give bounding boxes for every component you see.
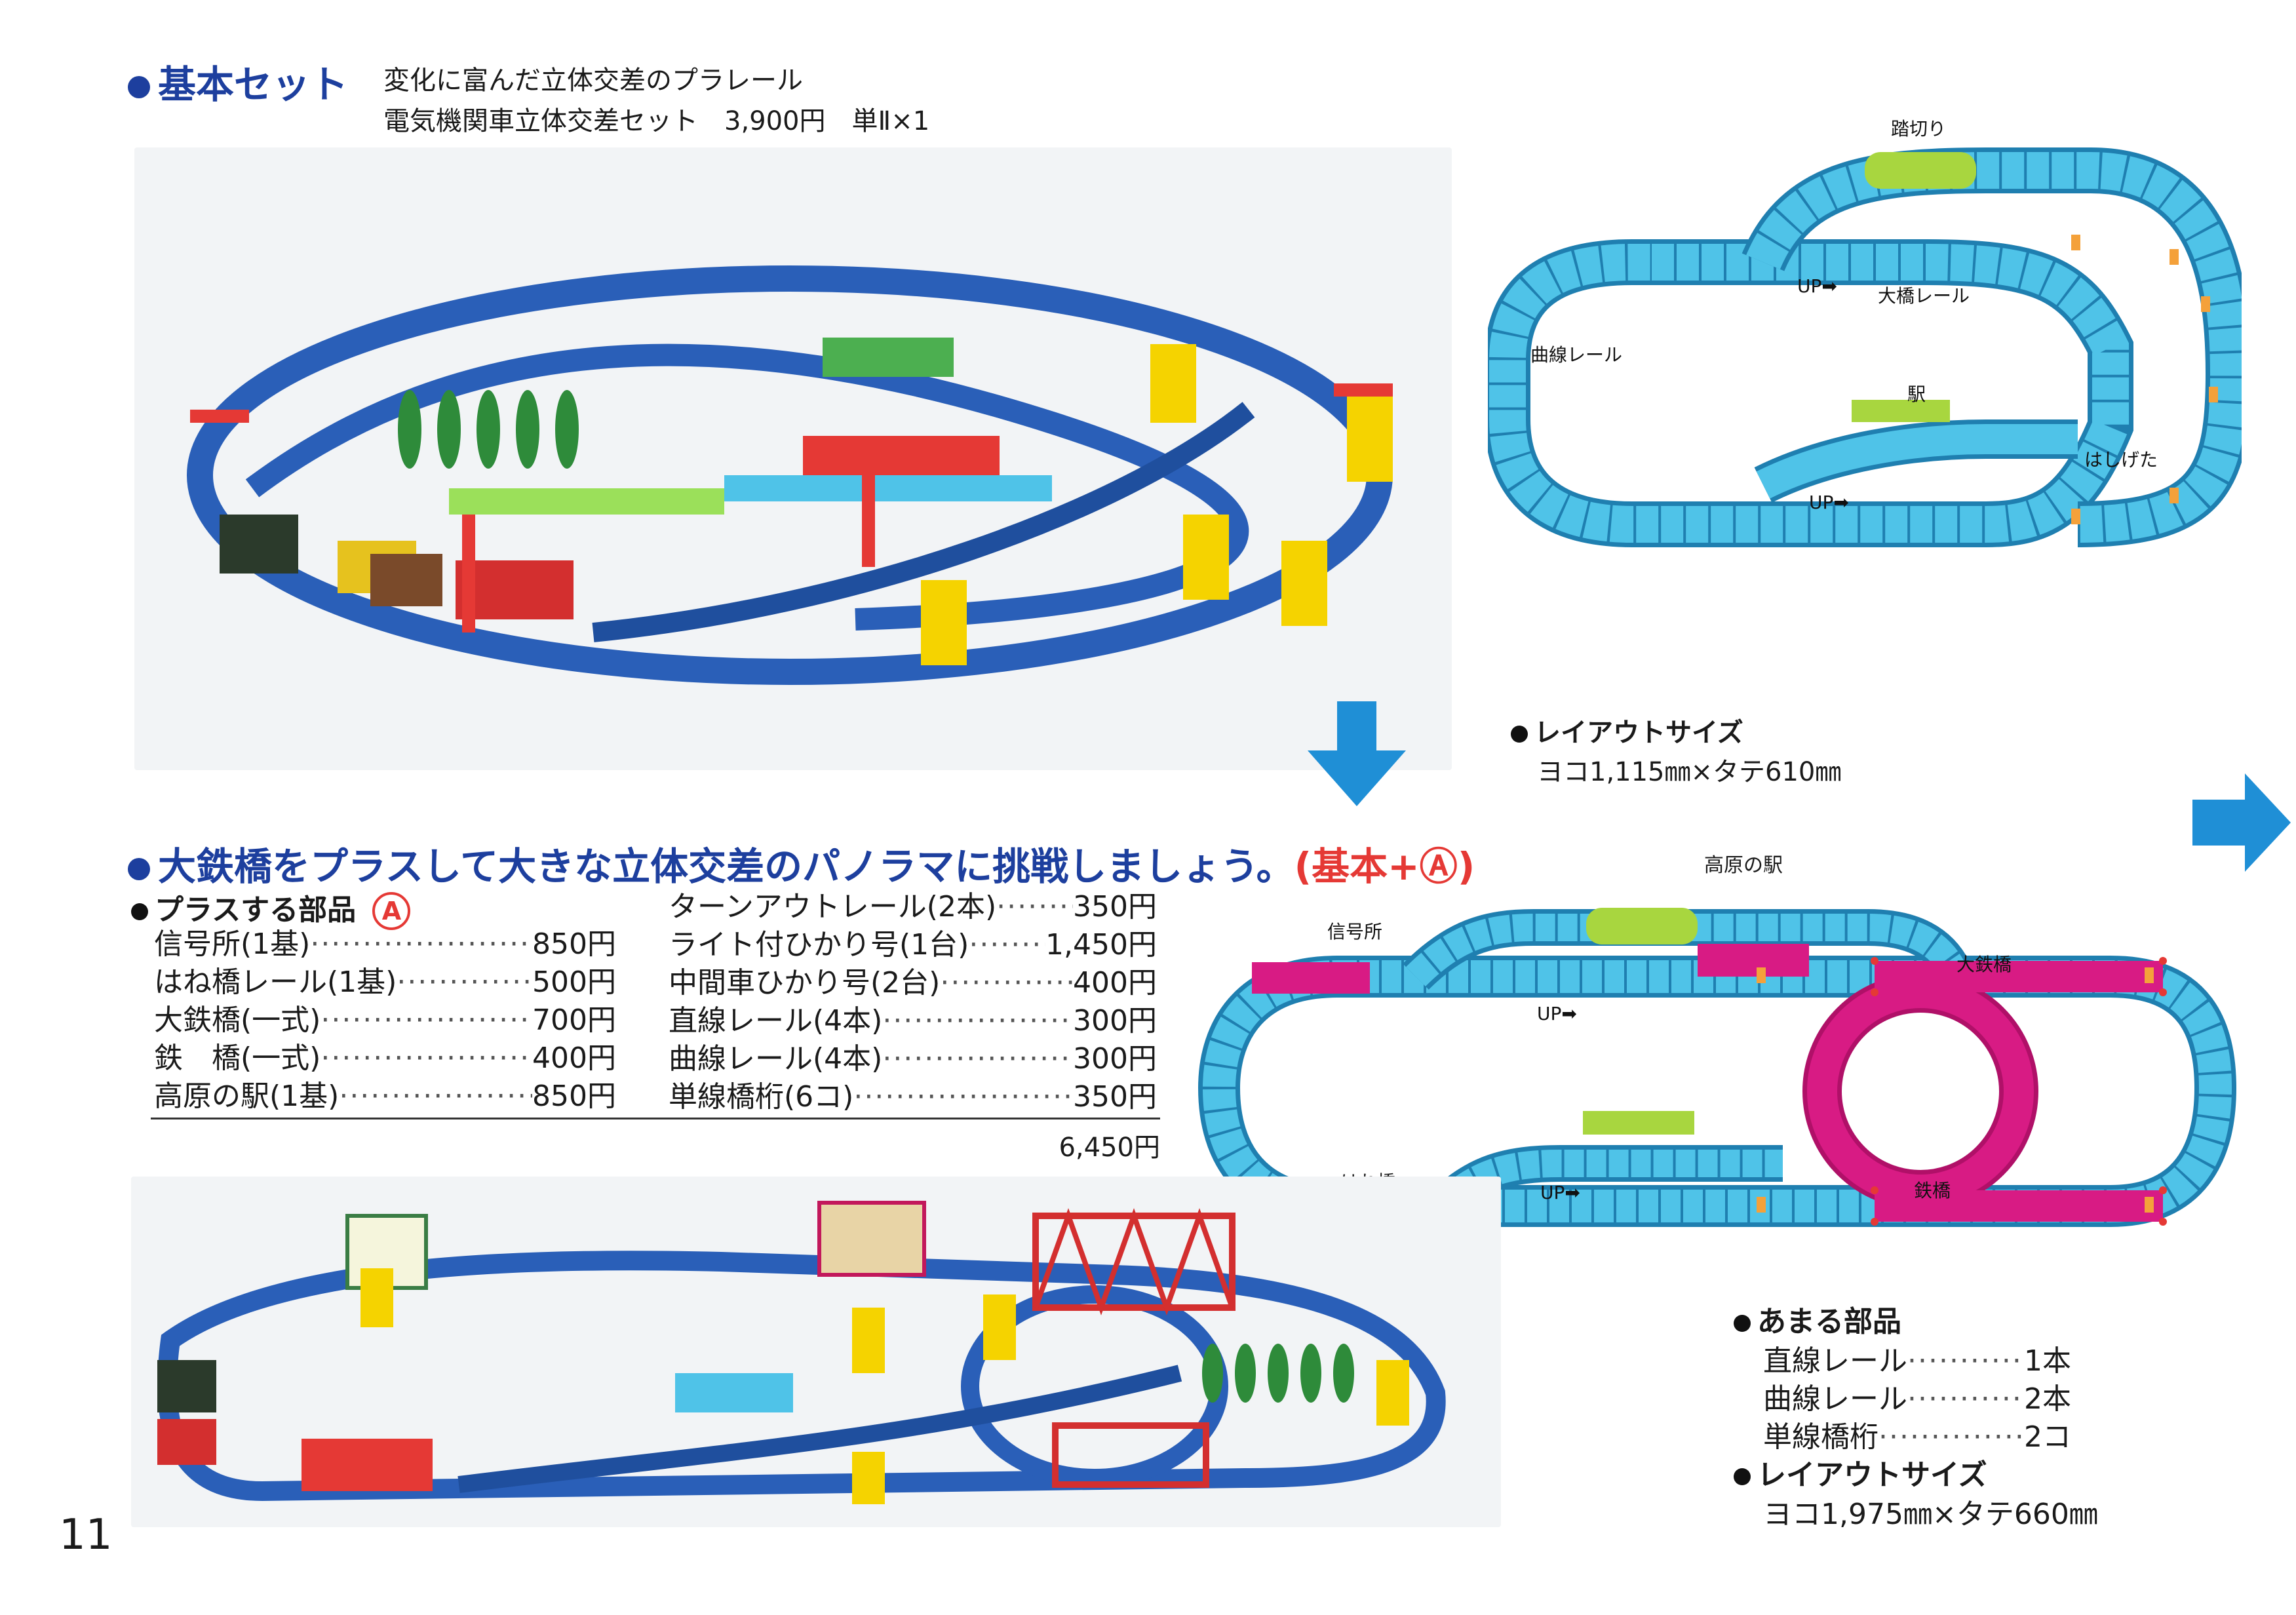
basic-set-title: 基本セット (158, 62, 349, 107)
basic-set-desc2: 電気機関車立体交差セット 3,900円 単Ⅱ×1 (383, 106, 930, 136)
parts-total: 6,450円 (1059, 1133, 1160, 1163)
parts-row: 曲線レール(4本)300円 (669, 1040, 1157, 1078)
parts-row: 大鉄橋(一式)700円 (154, 1002, 616, 1040)
bullet-dot-icon (1734, 1468, 1751, 1485)
plan-a-tag: (基本+Ⓐ) (1294, 844, 1475, 889)
parts-heading-text: プラスする部品 (155, 893, 357, 927)
parts-badge: A (372, 892, 411, 930)
bullet-dot-icon (1511, 726, 1528, 743)
layout2-size-heading-text: レイアウトサイズ (1757, 1458, 1987, 1492)
layout1-label-pier: はしげた (2084, 449, 2158, 471)
layout1-label-up1: UP➡ (1797, 275, 1837, 297)
layout1-label-up2: UP➡ (1809, 492, 1849, 513)
layout2-label-big-iron-bridge: 大鉄橋 (1956, 954, 2012, 975)
layout1-label-curve: 曲線レール (1530, 344, 1623, 366)
page-number: 11 (59, 1511, 113, 1559)
layout1-size-heading: レイアウトサイズ (1511, 711, 1743, 749)
basic-set-heading: 基本セット (128, 54, 348, 109)
spare-row: 直線レール1本 (1763, 1342, 2071, 1380)
parts-list-right: ターンアウトレール(2本)350円 ライト付ひかり号(1台)1,450円 中間車… (669, 888, 1157, 1116)
parts-row: はね橋レール(1基)500円 (154, 963, 616, 1002)
layout2-label-iron-bridge: 鉄橋 (1914, 1180, 1951, 1201)
layout2-label-up1: UP➡ (1537, 1003, 1577, 1024)
spare-parts-heading-text: あまる部品 (1757, 1305, 1901, 1338)
layout2-size-value: ヨコ1,975㎜×タテ660㎜ (1763, 1498, 2098, 1531)
parts-row: 高原の駅(1基)850円 (154, 1078, 616, 1116)
plan-a-photo-illustration (157, 1201, 1446, 1504)
bullet-dot-icon (1734, 1315, 1751, 1332)
basic-set-photo-illustration (187, 265, 1393, 685)
bullet-dot-icon (131, 903, 148, 920)
plan-a-title: 大鉄橋をプラスして大きな立体交差のパノラマに挑戦しましょう。 (158, 844, 1294, 889)
arrow-down-icon (1308, 701, 1406, 806)
parts-row: 直線レール(4本)300円 (669, 1002, 1157, 1040)
layout2-label-signal-box: 信号所 (1327, 921, 1383, 943)
basic-set-desc1: 変化に富んだ立体交差のプラレール (383, 66, 803, 96)
spare-parts-heading: あまる部品 (1734, 1303, 1901, 1341)
layout1-size-heading-text: レイアウトサイズ (1534, 718, 1743, 748)
spare-row: 曲線レール2本 (1763, 1380, 2071, 1418)
spare-row: 単線橋桁2コ (1763, 1418, 2071, 1456)
parts-row: ターンアウトレール(2本)350円 (669, 888, 1157, 926)
parts-list-left: 信号所(1基)850円 はね橋レール(1基)500円 大鉄橋(一式)700円 鉄… (154, 925, 616, 1116)
arrow-right-icon (2192, 773, 2291, 872)
layout2-label-up2: UP➡ (1540, 1182, 1580, 1203)
layout1-label-station: 駅 (1907, 383, 1926, 405)
layout2-label-highland-station: 高原の駅 (1704, 854, 1783, 877)
parts-row: ライト付ひかり号(1台)1,450円 (669, 926, 1157, 964)
layout1-label-big-bridge: 大橋レール (1878, 285, 1970, 307)
bullet-dot-icon (128, 857, 150, 880)
basic-set-photo (134, 147, 1452, 770)
plan-a-heading: 大鉄橋をプラスして大きな立体交差のパノラマに挑戦しましょう。(基本+Ⓐ) (128, 836, 1475, 891)
parts-row: 中間車ひかり号(2台)400円 (669, 964, 1157, 1002)
layout2-size-heading: レイアウトサイズ (1734, 1456, 1987, 1494)
spare-parts-list: 直線レール1本 曲線レール2本 単線橋桁2コ (1763, 1342, 2071, 1456)
layout1-size-value: ヨコ1,115㎜×タテ610㎜ (1537, 757, 1842, 787)
parts-row: 鉄 橋(一式)400円 (154, 1040, 616, 1078)
parts-heading: プラスする部品 A (131, 886, 411, 930)
bullet-dot-icon (128, 75, 150, 98)
parts-row: 信号所(1基)850円 (154, 925, 616, 963)
layout1-label-crossing: 踏切り (1891, 118, 1947, 140)
layout1-diagram (1485, 111, 2252, 557)
parts-row: 単線橋桁(6コ)350円 (669, 1078, 1157, 1116)
plan-a-photo (131, 1177, 1501, 1527)
parts-total-rule (151, 1118, 1160, 1119)
